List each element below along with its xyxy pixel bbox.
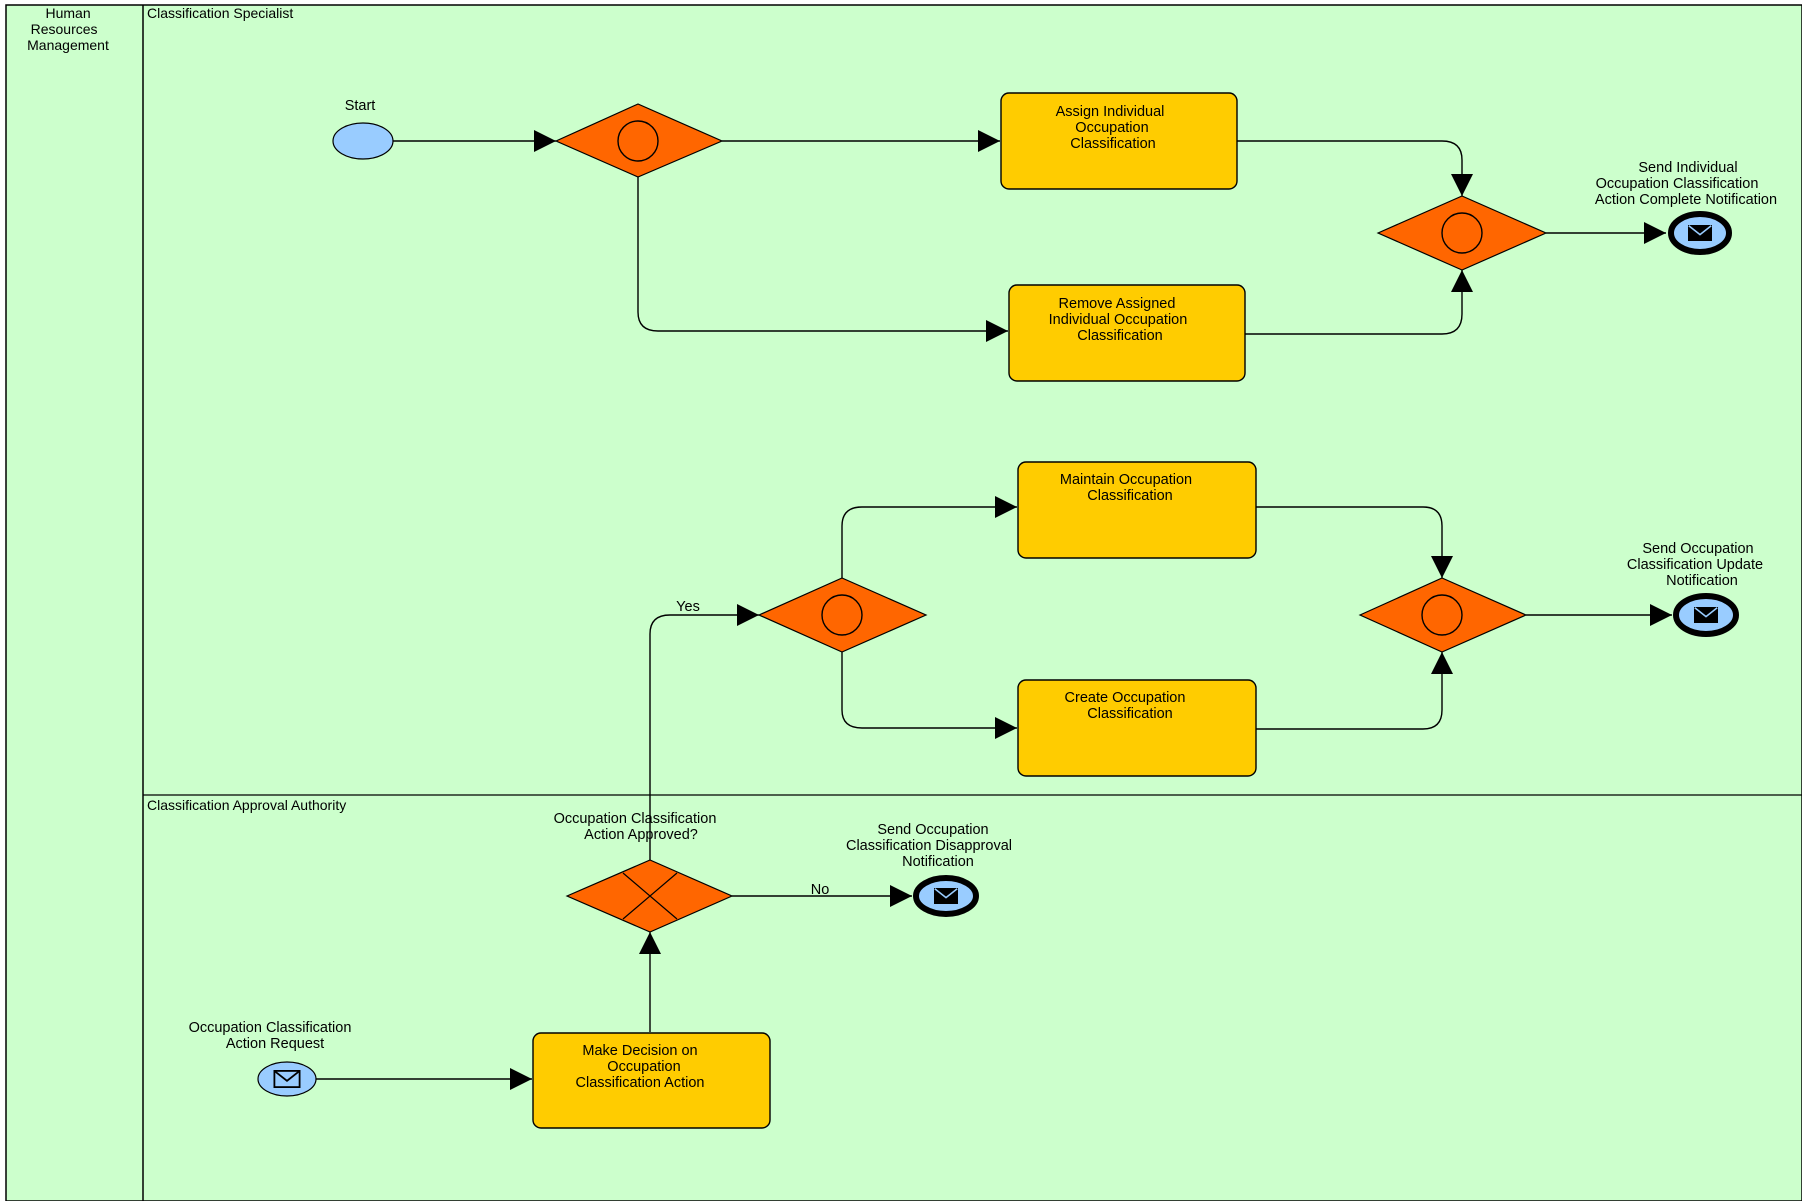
svg-text:Maintain Occupation Clas: Maintain Occupation Classification <box>1060 472 1196 504</box>
svg-text:Make Decision on Occupat: Make Decision on Occupation Classificati… <box>576 1043 705 1091</box>
pool <box>5 4 1802 1201</box>
lane-label-authority: Classification Approval Authority <box>147 797 346 813</box>
end-event-individual[interactable] <box>1668 211 1732 255</box>
end-event-disapproval[interactable] <box>913 875 979 917</box>
task-remove-assigned-classification[interactable]: Remove Assigned Individual Occupation Cl… <box>1008 284 1246 382</box>
start-event[interactable] <box>332 122 394 160</box>
svg-text:Create Occupation Classi: Create Occupation Classification <box>1065 690 1190 722</box>
flow-assign-to-join <box>1237 140 1473 196</box>
flow-split-to-remove <box>637 177 1008 342</box>
pool-label: Human Resources Management <box>27 5 109 53</box>
sequence-flows <box>316 130 1672 1090</box>
parallel-gateway-split[interactable] <box>554 103 724 178</box>
start-event-label: Start <box>345 98 376 114</box>
flow-create-to-join2 <box>1256 652 1453 730</box>
flow-label-no: No <box>811 882 830 898</box>
task-create-occupation-classification[interactable]: Create Occupation Classification <box>1017 679 1257 777</box>
flow-split2-to-maintain <box>841 496 1017 578</box>
exclusive-gateway-label: Occupation Classification Action Approve… <box>554 811 721 843</box>
message-start-event-label: Occupation Classification Action Request <box>189 1020 356 1052</box>
task-assign-individual-classification[interactable]: Assign Individual Occupation Classificat… <box>1000 92 1238 190</box>
envelope-icon <box>1687 225 1713 241</box>
lane-label-specialist: Classification Specialist <box>147 5 293 21</box>
parallel-gateway-join[interactable] <box>1376 195 1548 271</box>
flow-remove-to-join <box>1245 270 1473 335</box>
task-maintain-occupation-classification[interactable]: Maintain Occupation Classification <box>1017 461 1257 559</box>
parallel-gateway-split-2[interactable] <box>757 577 928 653</box>
svg-text:Remove Assigned Individu: Remove Assigned Individual Occupation Cl… <box>1049 296 1192 344</box>
end-event-update[interactable] <box>1673 593 1739 637</box>
parallel-gateway-join-2[interactable] <box>1358 577 1528 653</box>
flow-split2-to-create <box>841 652 1017 739</box>
task-make-decision[interactable]: Make Decision on Occupation Classificati… <box>532 1032 771 1129</box>
flow-maintain-to-join2 <box>1256 506 1453 578</box>
envelope-icon <box>933 888 959 904</box>
exclusive-gateway-approved[interactable] <box>565 859 734 933</box>
end-event-disapproval-label: Send Occupation Classification Disapprov… <box>846 822 1016 870</box>
flow-yes <box>649 604 759 860</box>
end-event-individual-label: Send Individual Occupation Classificatio… <box>1595 160 1777 208</box>
message-start-event[interactable] <box>257 1061 317 1097</box>
envelope-icon <box>1693 607 1719 623</box>
flow-label-yes: Yes <box>676 599 700 615</box>
svg-text:Assign Individual Occupa: Assign Individual Occupation Classificat… <box>1056 104 1169 152</box>
end-event-update-label: Send Occupation Classification Update No… <box>1627 541 1767 589</box>
